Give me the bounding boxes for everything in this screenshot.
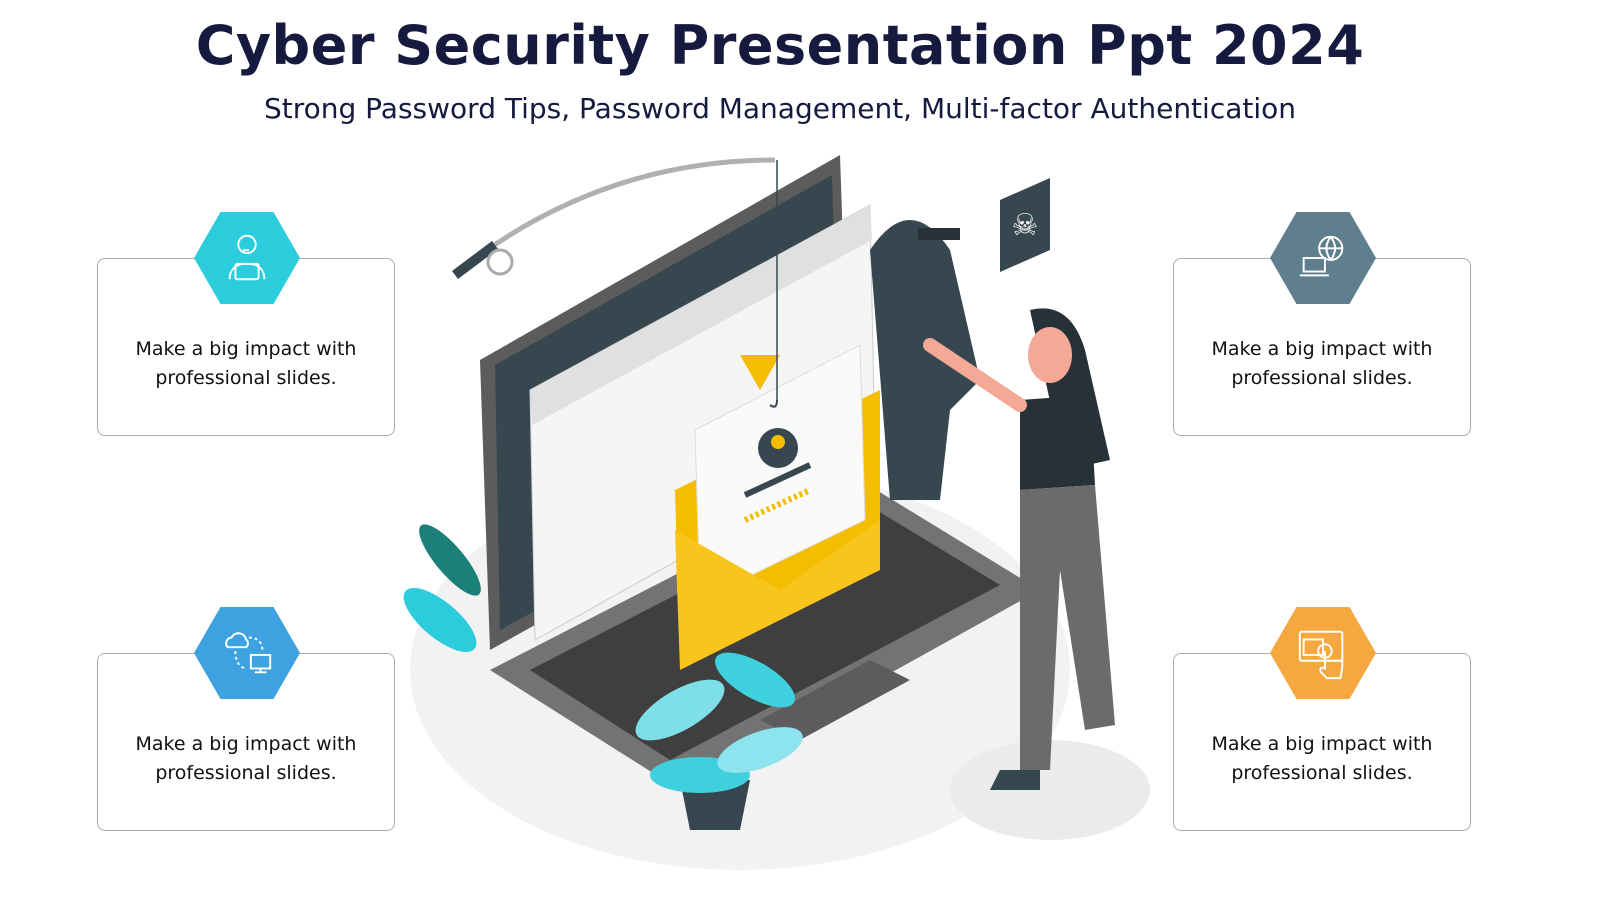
feature-card-3: Make a big impact with professional slid… xyxy=(97,607,395,831)
hook xyxy=(769,399,778,408)
hacker xyxy=(870,220,980,500)
card-text: Make a big impact with professional slid… xyxy=(1211,733,1433,784)
card-text: Make a big impact with professional slid… xyxy=(135,338,357,389)
feature-card-2: Make a big impact with professional slid… xyxy=(1173,212,1471,436)
slide-title: Cyber Security Presentation Ppt 2024 xyxy=(195,14,1365,77)
laptop-keyboard xyxy=(530,500,1000,760)
global-network-laptop-icon xyxy=(1270,212,1376,304)
slide-subtitle: Strong Password Tips, Password Managemen… xyxy=(263,92,1297,125)
support-agent-laptop-icon xyxy=(194,212,300,304)
cloud-sync-monitor-icon xyxy=(194,607,300,699)
card-text: Make a big impact with professional slid… xyxy=(135,733,357,784)
fishing-rod xyxy=(458,157,776,272)
svg-text:☠: ☠ xyxy=(1012,208,1039,243)
leaf xyxy=(403,587,477,653)
feature-card-1: Make a big impact with professional slid… xyxy=(97,212,395,436)
login-card xyxy=(694,344,866,601)
skull-bubble xyxy=(1000,178,1050,272)
feature-card-4: Make a big impact with professional slid… xyxy=(1173,607,1471,831)
phishing-illustration: ☠ xyxy=(403,155,1150,870)
touch-screen-icon xyxy=(1270,607,1376,699)
laptop-trackpad xyxy=(760,660,910,740)
card-text: Make a big impact with professional slid… xyxy=(1211,338,1433,389)
